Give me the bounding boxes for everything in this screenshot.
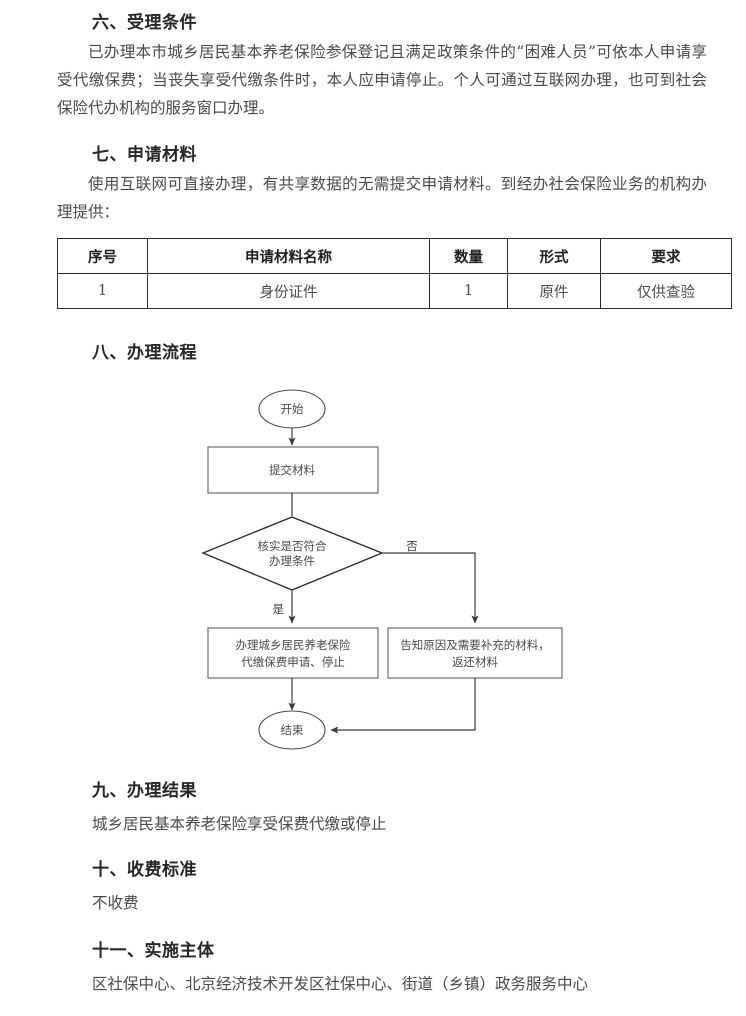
flow-edge-label-no: 否 (406, 539, 418, 553)
section-heading-result: 九、办理结果 (92, 781, 197, 801)
flow-node-end-label: 结束 (281, 723, 304, 737)
flow-node-approve-label-line2: 代缴保费申请、停止 (241, 655, 345, 669)
table-header-row: 序号 申请材料名称 数量 形式 要求 (57, 238, 732, 274)
section-body-implementing-body: 区社保中心、北京经济技术开发区社保中心、街道（乡镇）政务服务中心 (92, 975, 589, 993)
table-cell-name: 身份证件 (147, 273, 430, 309)
section-heading-implementing-body: 十一、实施主体 (92, 941, 215, 961)
section-body-fee-standard: 不收费 (92, 894, 139, 912)
section-body-result: 城乡居民基本养老保险享受保费代缴或停止 (92, 815, 387, 833)
flow-node-start-label: 开始 (281, 402, 304, 416)
section-heading-fee-standard: 十、收费标准 (92, 860, 197, 880)
table-header-req: 要求 (600, 238, 732, 274)
table-header-name: 申请材料名称 (147, 238, 430, 274)
table-cell-qty: 1 (429, 273, 508, 309)
flow-node-submit-label: 提交材料 (269, 463, 315, 477)
flow-edge-label-yes: 是 (273, 602, 285, 616)
table-row: 1 身份证件 1 原件 仅供查验 (57, 273, 732, 309)
flow-node-decision-label-line2: 办理条件 (269, 554, 315, 568)
table-header-seq: 序号 (57, 238, 148, 274)
table-header-qty: 数量 (429, 238, 508, 274)
table-cell-form: 原件 (507, 273, 601, 309)
process-flowchart: 开始 提交材料 核实是否符合 办理条件 否 是 (0, 370, 746, 770)
flow-node-decision: 核实是否符合 办理条件 (201, 516, 384, 591)
flow-edge-decision-no (382, 552, 479, 624)
section-body-acceptance-conditions: 已办理本市城乡居民基本养老保险参保登记且满足政策条件的“困难人员”可依本人申请享… (57, 43, 707, 117)
materials-table: 序号 申请材料名称 数量 形式 要求 1 身份证件 1 原件 仅供查验 (57, 238, 732, 309)
section-body-application-materials: 使用互联网可直接办理，有共享数据的无需提交申请材料。到经办社会保险业务的机构办理… (57, 175, 707, 221)
flow-node-reject-label-line1: 告知原因及需要补充的材料， (400, 638, 550, 652)
section-heading-application-materials: 七、申请材料 (92, 145, 197, 165)
section-heading-acceptance-conditions: 六、受理条件 (92, 13, 197, 33)
table-cell-req: 仅供查验 (600, 273, 732, 309)
section-heading-process-flow: 八、办理流程 (92, 343, 197, 363)
flow-node-reject-label-line2: 返还材料 (452, 655, 498, 669)
flow-node-decision-label-line1: 核实是否符合 (258, 539, 327, 553)
flow-node-approve: 办理城乡居民养老保险 代缴保费申请、停止 (207, 627, 379, 679)
flow-node-reject: 告知原因及需要补充的材料， 返还材料 (387, 627, 563, 679)
table-header-form: 形式 (507, 238, 601, 274)
flow-node-start: 开始 (258, 389, 326, 429)
flow-node-submit: 提交材料 (207, 446, 379, 494)
flow-node-approve-label-line1: 办理城乡居民养老保险 (236, 638, 351, 652)
table-cell-seq: 1 (57, 273, 148, 309)
flow-node-end: 结束 (258, 710, 326, 750)
flow-edge-reject-to-end (330, 678, 476, 734)
